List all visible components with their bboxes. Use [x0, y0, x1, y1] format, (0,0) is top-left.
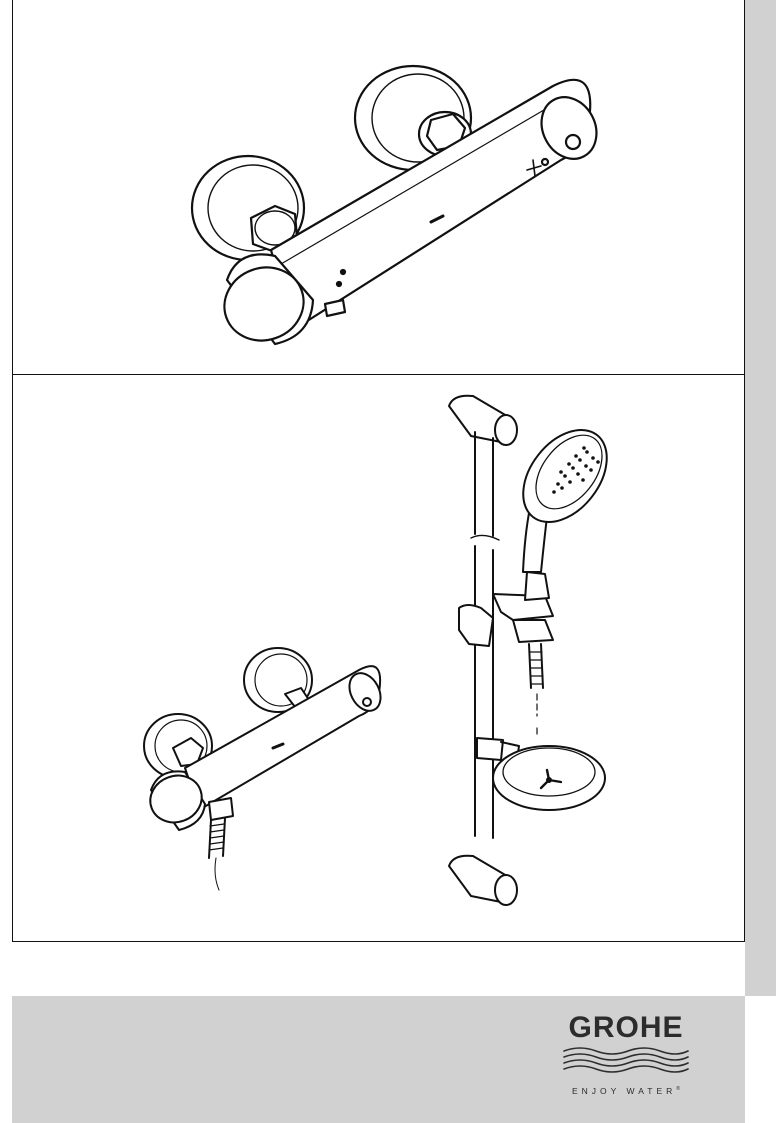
frame-divider [12, 374, 745, 375]
brand-tagline: ENJOY WATER® [551, 1086, 701, 1096]
grohe-logo: GROHE ENJOY WATER® [551, 1012, 701, 1096]
brand-wordmark: GROHE [551, 1012, 701, 1044]
side-strip [745, 0, 776, 996]
water-waves-icon [562, 1046, 690, 1074]
tagline-text: ENJOY WATER [572, 1086, 676, 1096]
registered-mark: ® [676, 1086, 680, 1092]
mixer-illustration-panel [13, 0, 744, 373]
footer-band: GROHE ENJOY WATER® [12, 996, 745, 1123]
shower-set-illustration-panel [13, 376, 744, 940]
thermostatic-mixer-icon [13, 0, 744, 373]
shower-rail-set-icon [13, 376, 744, 940]
